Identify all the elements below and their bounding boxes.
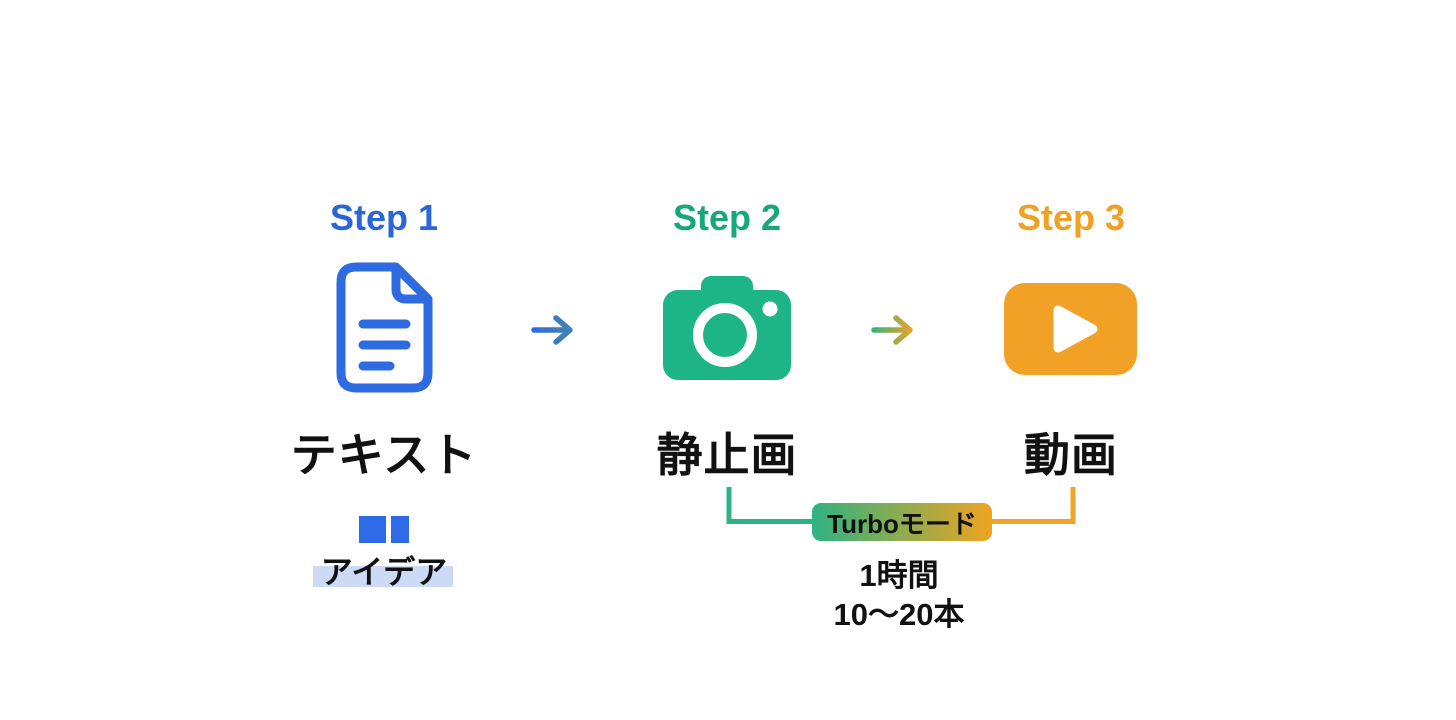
step2-header: Step 2 xyxy=(672,197,782,238)
turbo-mode-badge: Turboモード xyxy=(812,503,992,541)
turbo-duration-text: 1時間 xyxy=(859,558,939,593)
idea-square-right xyxy=(391,516,409,543)
idea-square-left xyxy=(359,516,386,543)
step1-header: Step 1 xyxy=(329,197,439,238)
step3-header: Step 3 xyxy=(1016,197,1126,238)
step2-caption: 静止画 xyxy=(656,429,798,481)
camera-icon xyxy=(663,276,791,380)
idea-label: アイデア xyxy=(320,554,448,590)
turbo-bracket xyxy=(726,487,1076,524)
arrow-right-icon xyxy=(531,315,573,345)
step1-caption: テキスト xyxy=(290,429,478,481)
step3-caption: 動画 xyxy=(1024,429,1118,481)
idea-squares-icon xyxy=(334,516,434,543)
document-icon xyxy=(336,262,433,393)
idea-highlight xyxy=(313,566,453,587)
play-icon xyxy=(1004,283,1137,375)
arrow-right-icon xyxy=(871,315,913,345)
turbo-output-text: 10〜20本 xyxy=(833,597,965,632)
